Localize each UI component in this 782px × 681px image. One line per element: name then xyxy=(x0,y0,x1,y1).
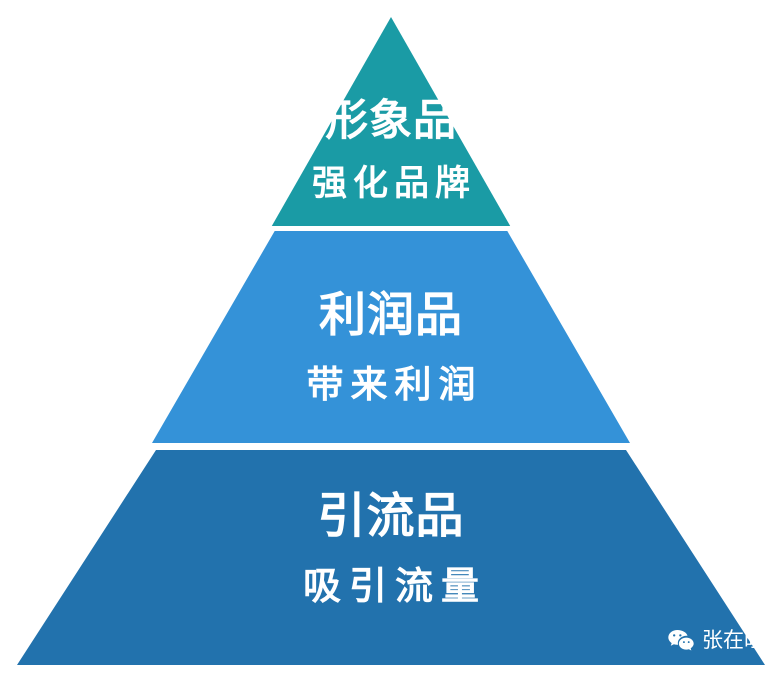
pyramid-tier-top-shape[interactable] xyxy=(271,17,511,226)
pyramid-tier-bottom-shape[interactable] xyxy=(17,450,765,665)
pyramid-tier-middle-shape[interactable] xyxy=(152,231,630,443)
